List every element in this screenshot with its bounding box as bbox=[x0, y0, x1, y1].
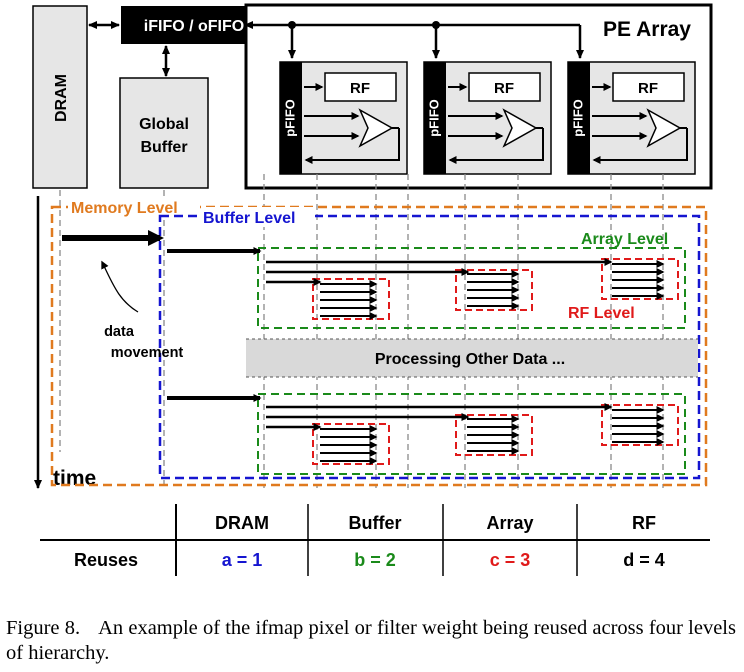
pfifo-label-2: pFIFO bbox=[426, 99, 441, 137]
rf-label-3: RF bbox=[638, 80, 658, 97]
global-buffer-box bbox=[119, 77, 209, 189]
guide-lines bbox=[59, 174, 664, 488]
rf-box-1a bbox=[312, 278, 390, 320]
rf-arrows bbox=[320, 260, 665, 465]
reuse-table: DRAM Buffer Array RF Reuses a = 1 b = 2 … bbox=[40, 504, 710, 576]
rf-label-2: RF bbox=[494, 80, 514, 97]
col-header-dram: DRAM bbox=[215, 513, 269, 533]
data-movement-label-2: movement bbox=[111, 345, 184, 361]
caption-lead: Figure 8. bbox=[6, 617, 81, 639]
reuse-value-rf: d = 4 bbox=[623, 550, 665, 570]
data-movement-label-1: data bbox=[104, 324, 135, 340]
array-level-box-2 bbox=[257, 393, 686, 475]
pfifo-label-3: pFIFO bbox=[570, 99, 585, 137]
memory-level-box bbox=[50, 205, 708, 487]
col-header-buffer: Buffer bbox=[349, 513, 402, 533]
rf-level-label: RF Level bbox=[568, 305, 635, 322]
rf-box-2a bbox=[312, 423, 390, 465]
buffer-level-label: Buffer Level bbox=[203, 210, 295, 227]
pe-array-label: PE Array bbox=[603, 18, 691, 41]
dram-box bbox=[32, 5, 88, 189]
processing-band bbox=[246, 339, 698, 377]
rf-box-1c bbox=[601, 258, 679, 300]
pe-unit-1: pFIFO RF bbox=[279, 61, 408, 175]
reuse-value-dram: a = 1 bbox=[222, 550, 263, 570]
time-label: time bbox=[53, 467, 96, 490]
array-level-label: Array Level bbox=[581, 231, 668, 248]
reuse-value-buffer: b = 2 bbox=[354, 550, 396, 570]
pe-unit-2: pFIFO RF bbox=[423, 61, 552, 175]
array-level-box-1 bbox=[257, 247, 686, 329]
row-label-reuses: Reuses bbox=[74, 550, 138, 570]
fifo-label: iFIFO / oFIFO bbox=[144, 18, 244, 35]
reuse-value-array: c = 3 bbox=[490, 550, 531, 570]
data-movement-pointer bbox=[101, 260, 139, 313]
processing-label: Processing Other Data ... bbox=[375, 351, 565, 368]
pfifo-label-1: pFIFO bbox=[282, 99, 297, 137]
figure-caption: Figure 8.An example of the ifmap pixel o… bbox=[6, 616, 736, 666]
buffer-level-box bbox=[158, 214, 701, 480]
col-header-array: Array bbox=[486, 513, 533, 533]
rf-box-2c bbox=[601, 404, 679, 446]
rf-label-1: RF bbox=[350, 80, 370, 97]
dram-label: DRAM bbox=[53, 74, 70, 122]
rf-box-2b bbox=[455, 414, 533, 456]
global-buffer-label-1: Global bbox=[139, 116, 189, 133]
caption-text: An example of the ifmap pixel or filter … bbox=[6, 617, 736, 664]
global-buffer-label-2: Buffer bbox=[140, 139, 187, 156]
fifo-box bbox=[121, 6, 267, 44]
pe-unit-3: pFIFO RF bbox=[567, 61, 696, 175]
col-header-rf: RF bbox=[632, 513, 656, 533]
memory-level-label-bg bbox=[68, 197, 200, 217]
rf-box-1b bbox=[455, 269, 533, 311]
memory-level-label: Memory Level bbox=[71, 200, 178, 217]
buffer-level-label-bg bbox=[201, 207, 315, 227]
